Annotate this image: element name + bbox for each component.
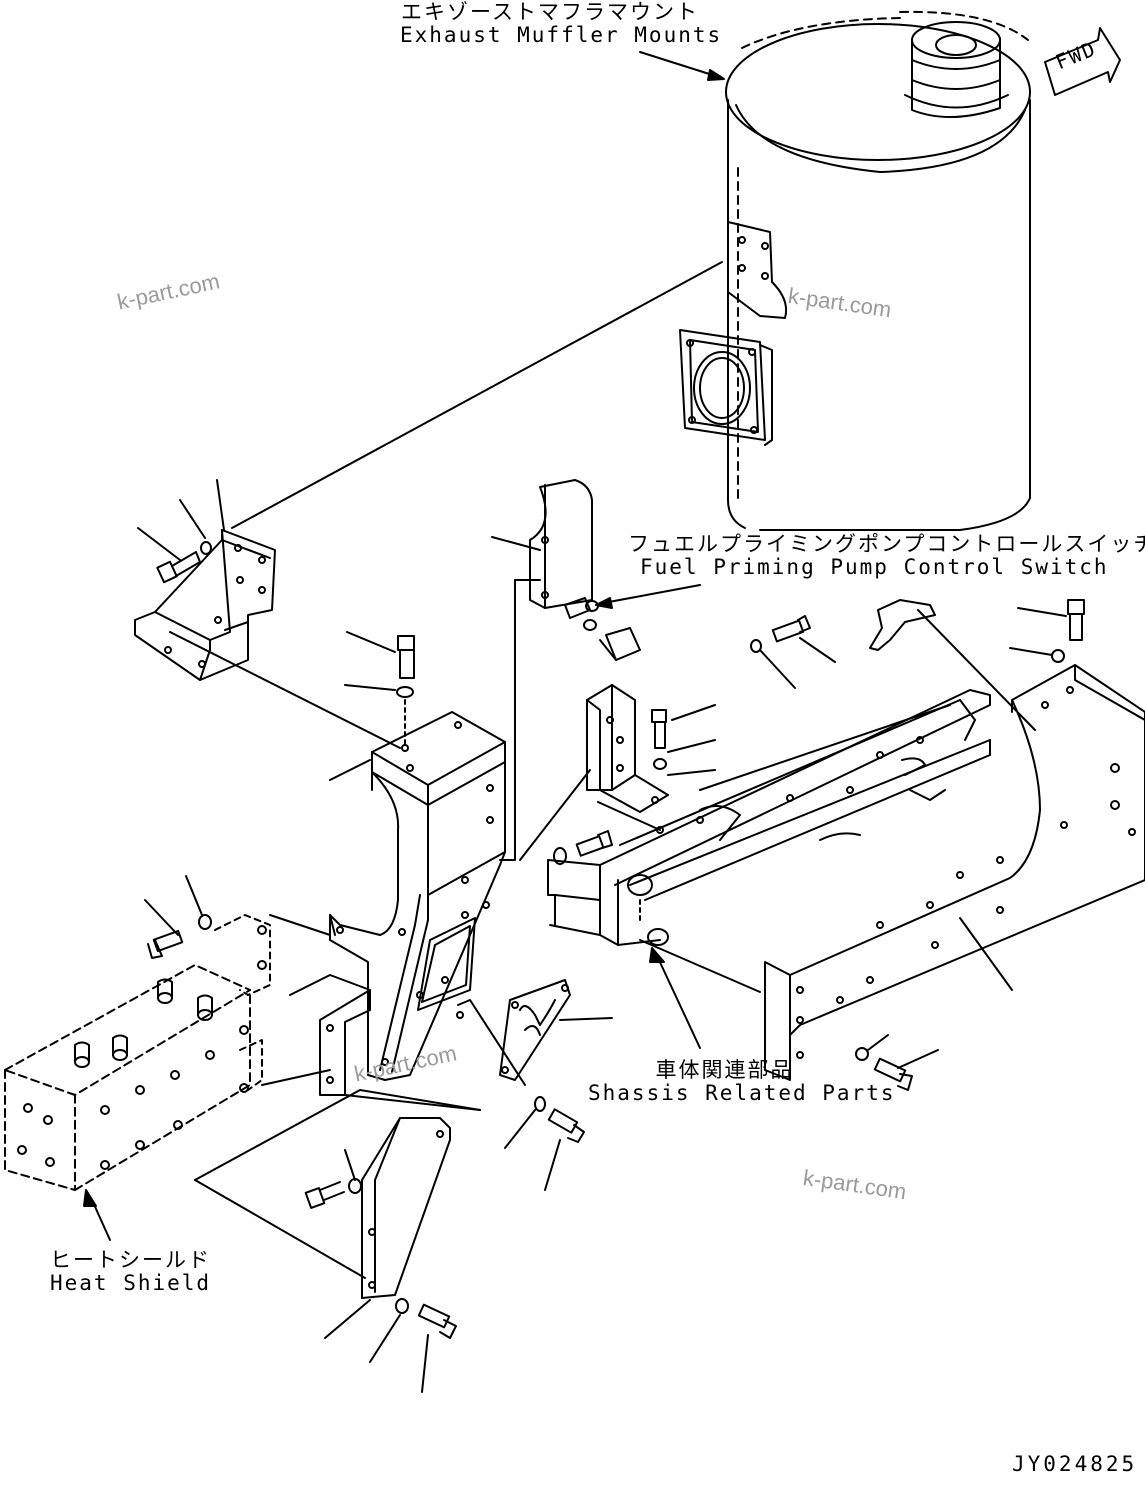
- drawing-number: JY024825: [1012, 1452, 1138, 1476]
- bolt-upper-left: [137, 479, 225, 584]
- heat-shield-box: [4, 914, 371, 1191]
- heat-shield-label-jp: ヒートシールド: [50, 1248, 211, 1272]
- fwd-arrow: [1044, 27, 1121, 96]
- exhaust-label-en: Exhaust Muffler Mounts: [400, 23, 723, 47]
- leader-chassis: [657, 957, 701, 1049]
- chassis-label-jp: 車体関連部品: [655, 1058, 794, 1082]
- bolt-pillar-top: [344, 631, 415, 746]
- small-perforated-plate: [499, 979, 613, 1081]
- bolt-lower-right: [855, 1034, 939, 1091]
- chassis-label-en: Shassis Related Parts: [588, 1081, 896, 1105]
- upper-left-bracket: [134, 529, 276, 681]
- line-frame-to-cover: [639, 939, 761, 993]
- main-pillar-bracket: [319, 711, 506, 1096]
- bottom-bracket: [194, 1089, 481, 1299]
- fuel-switch-label-jp: フュエルプライミングポンプコントロールスイッチ: [628, 532, 1145, 556]
- switch-plate: [491, 479, 641, 661]
- bolt-bottom-bracket: [304, 1149, 457, 1393]
- line-pillar-to-switch-plate: [499, 579, 541, 861]
- exhaust-label-jp: エキゾーストマフラマウント: [401, 0, 699, 24]
- heat-shield-label-en: Heat Shield: [50, 1271, 212, 1295]
- leader-pillar: [329, 759, 371, 781]
- line-plate-to-bolt: [457, 999, 526, 1086]
- clamp-top-right: [869, 599, 1036, 731]
- bolt-mid-bracket: [651, 615, 836, 776]
- chassis-frame: [547, 689, 991, 946]
- bolt-chassis-mid: [553, 830, 613, 865]
- line-bracket-to-pillar: [169, 631, 401, 749]
- leader-fuel-switch: [597, 584, 701, 605]
- bolt-small-plate: [504, 1096, 585, 1191]
- mid-vertical-bracket: [519, 684, 669, 861]
- bolt-heat-shield: [144, 875, 212, 959]
- fuel-switch-label-en: Fuel Priming Pump Control Switch: [640, 555, 1109, 579]
- exhaust-muffler: [679, 10, 1031, 531]
- bolt-top-right: [1009, 599, 1085, 663]
- right-side-cover: [764, 664, 1145, 1081]
- line-bracket-to-muffler: [231, 261, 723, 529]
